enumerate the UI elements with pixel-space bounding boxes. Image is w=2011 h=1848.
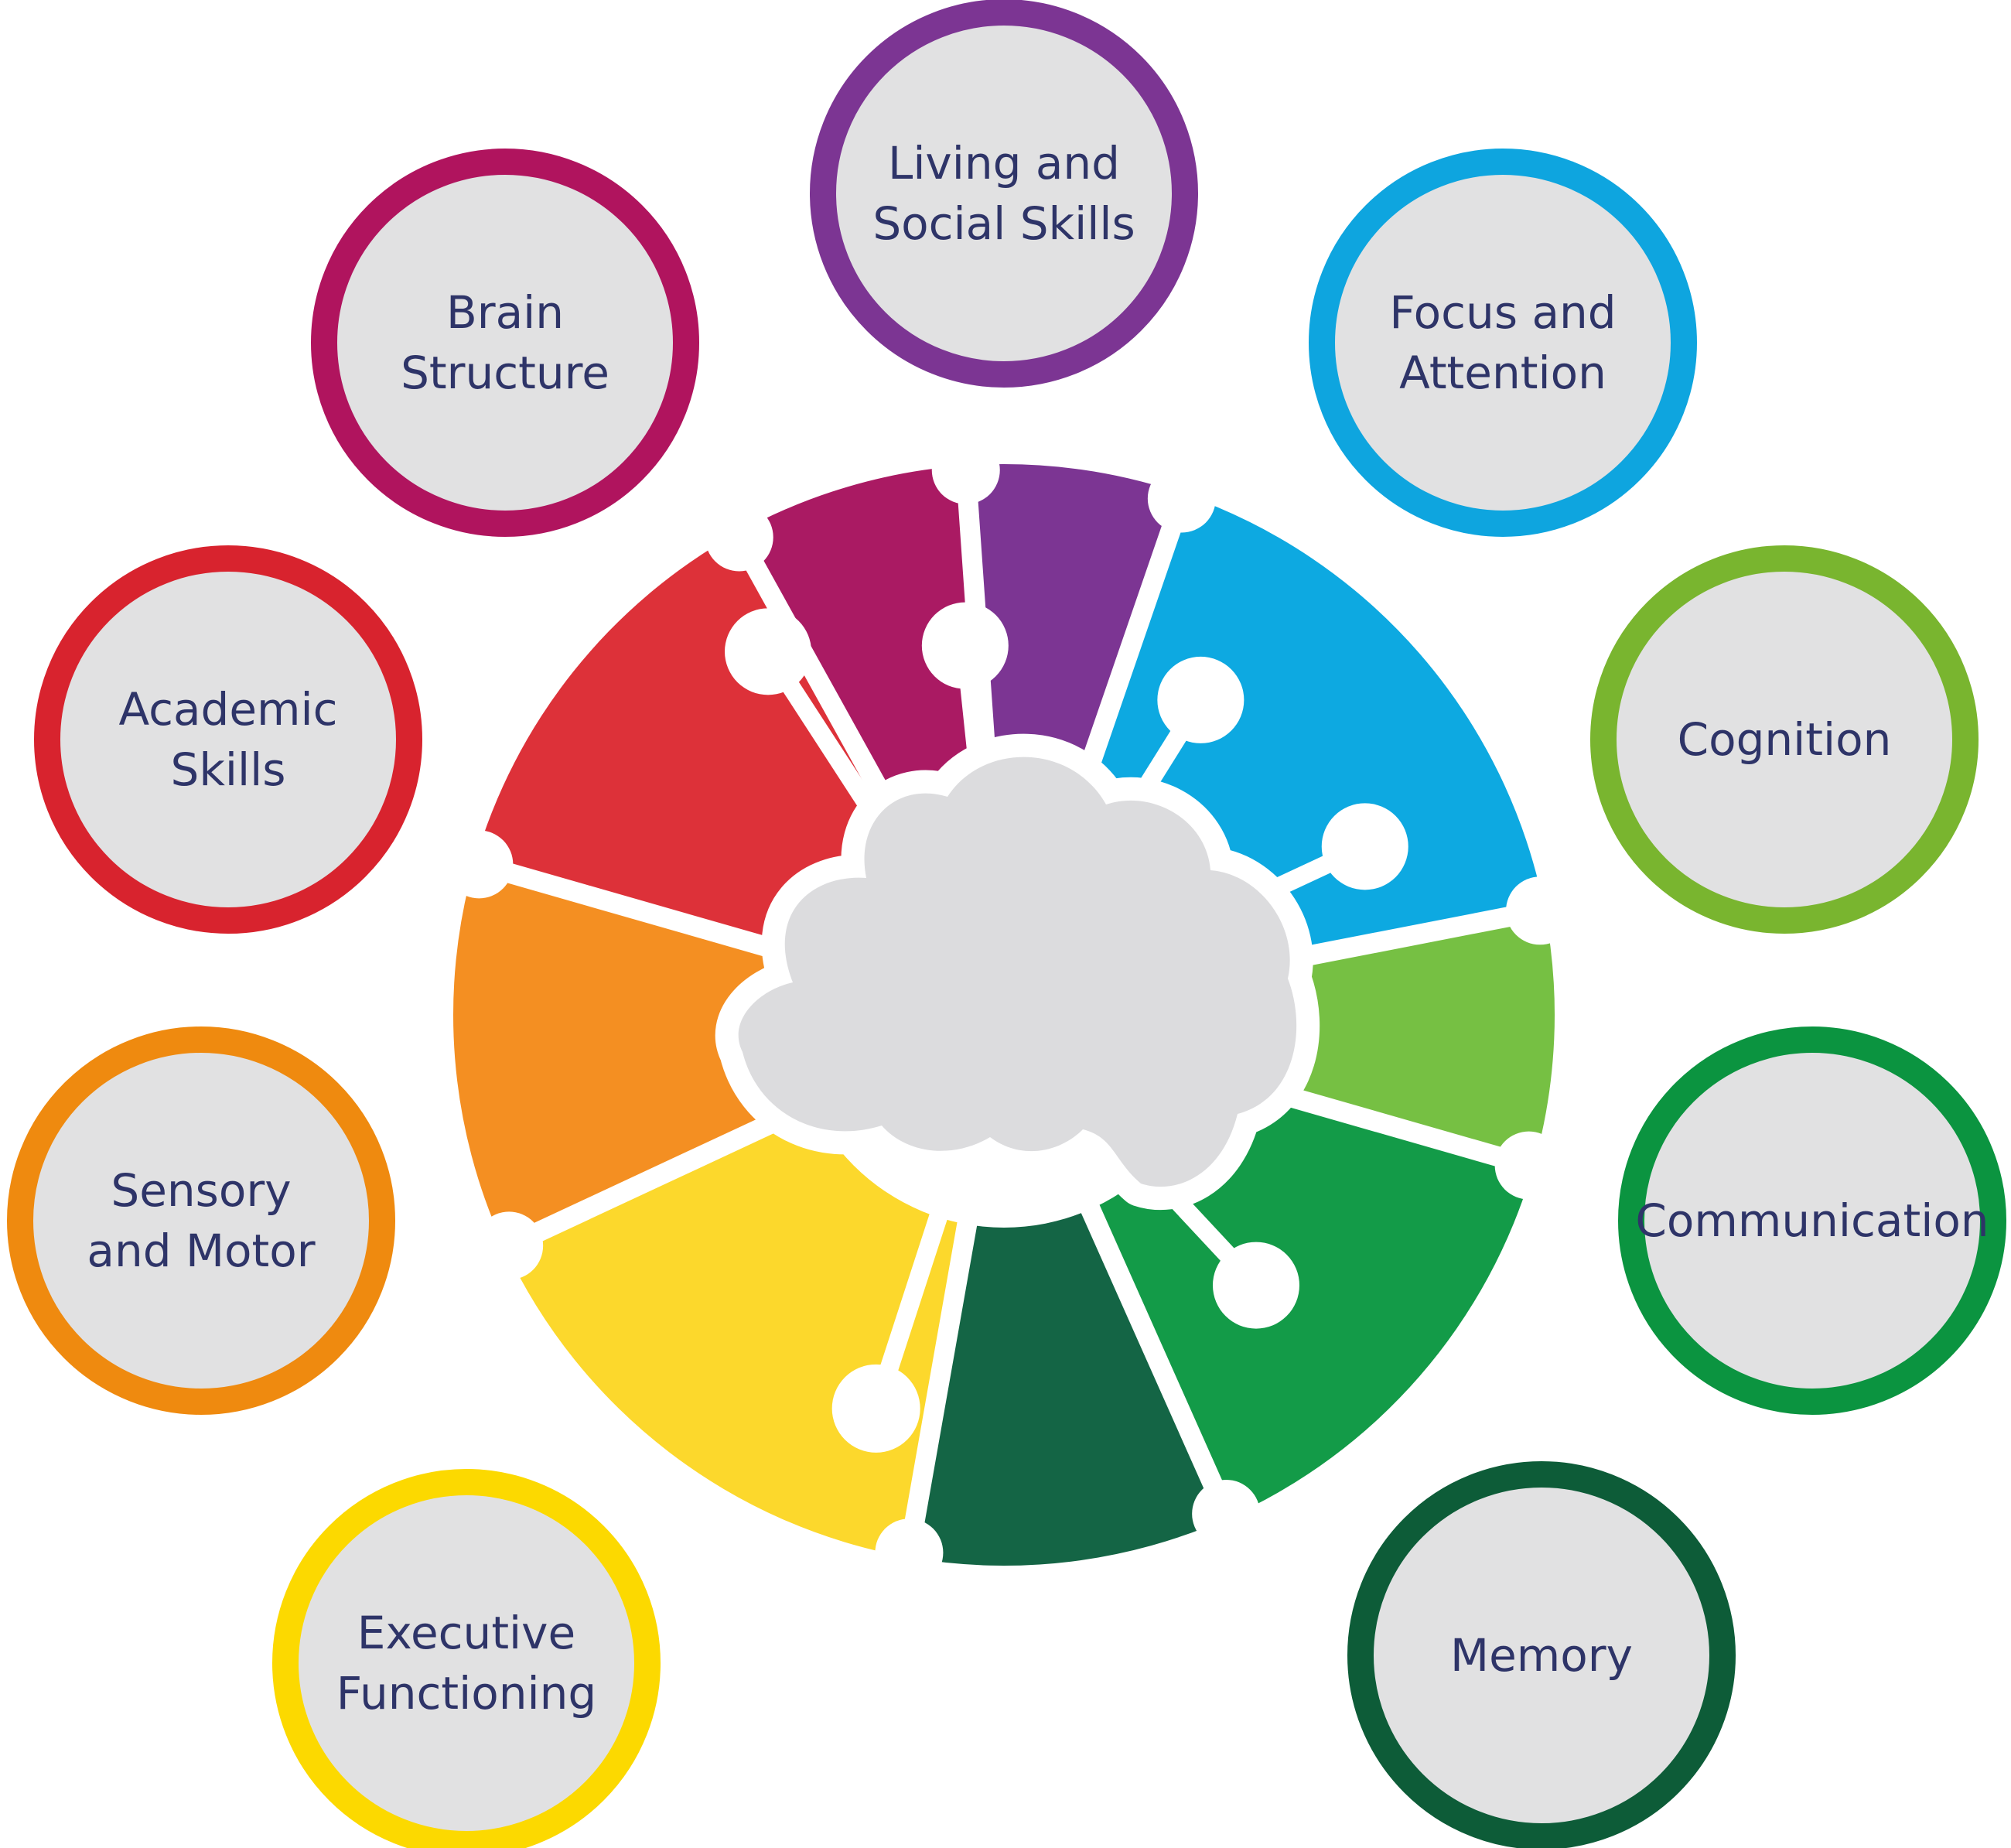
skill-node-communication: Communication	[1618, 1026, 2006, 1415]
spoke-knob	[921, 602, 1009, 689]
skill-node-ring	[34, 545, 422, 934]
wheel-segment-brain	[736, 465, 991, 842]
notch-circle	[1494, 1131, 1563, 1200]
skill-node-ring	[1590, 545, 1979, 934]
skill-node-label: Brain	[446, 286, 564, 339]
skill-node-sensory: Sensory and Motor	[7, 1026, 395, 1415]
skill-node-ring	[7, 1026, 395, 1415]
skill-node-label: Attention	[1399, 347, 1606, 399]
skill-node-ring	[810, 0, 1198, 388]
skill-node-ring	[1347, 1461, 1736, 1848]
notch-circle	[875, 1518, 944, 1587]
skill-node-label: Structure	[401, 347, 609, 399]
notch-circle	[475, 1211, 544, 1280]
spoke-knob	[831, 1364, 920, 1453]
skill-node-cognition: Cognition	[1590, 545, 1979, 934]
notch-circle	[1192, 1479, 1261, 1548]
notch-circle	[1147, 464, 1216, 533]
skill-node-label: Skills	[171, 743, 286, 796]
skill-node-ring	[272, 1469, 661, 1848]
wheel-segment-academic	[474, 533, 909, 961]
wheel-segment-memory	[908, 1194, 1228, 1566]
spoke-knob	[1212, 1242, 1299, 1329]
skill-node-label: Academic	[118, 683, 337, 736]
skill-node-label: Social Skills	[872, 197, 1135, 250]
notch-circle	[705, 503, 773, 572]
skill-node-ring	[1618, 1026, 2006, 1415]
skill-node-label: Memory	[1450, 1629, 1633, 1682]
skill-node-label: Focus and	[1389, 286, 1616, 339]
skill-node-ring	[1309, 149, 1697, 537]
spoke-knob	[1321, 803, 1408, 890]
notch-circle	[931, 436, 1000, 504]
notch-circle	[1506, 876, 1575, 945]
skill-node-ring	[311, 149, 699, 537]
segment-separator	[900, 1184, 983, 1560]
skill-node-label: Living and	[888, 137, 1120, 190]
skill-node-label: Functioning	[336, 1667, 596, 1720]
wheel-segment-sensory	[453, 863, 825, 1248]
skill-node-memory: Memory	[1347, 1461, 1736, 1848]
segment-separator	[1067, 1170, 1235, 1522]
notch-circle	[445, 830, 514, 899]
spoke-knob	[1157, 656, 1244, 743]
skill-node-label: Communication	[1635, 1194, 1989, 1247]
skill-node-label: Executive	[357, 1607, 575, 1659]
spoke-knob	[725, 608, 812, 695]
brain-cloud-shape	[738, 757, 1297, 1187]
skill-node-label: and Motor	[87, 1225, 315, 1277]
skill-node-label: Cognition	[1678, 713, 1892, 766]
skill-node-label: Sensory	[111, 1164, 291, 1217]
